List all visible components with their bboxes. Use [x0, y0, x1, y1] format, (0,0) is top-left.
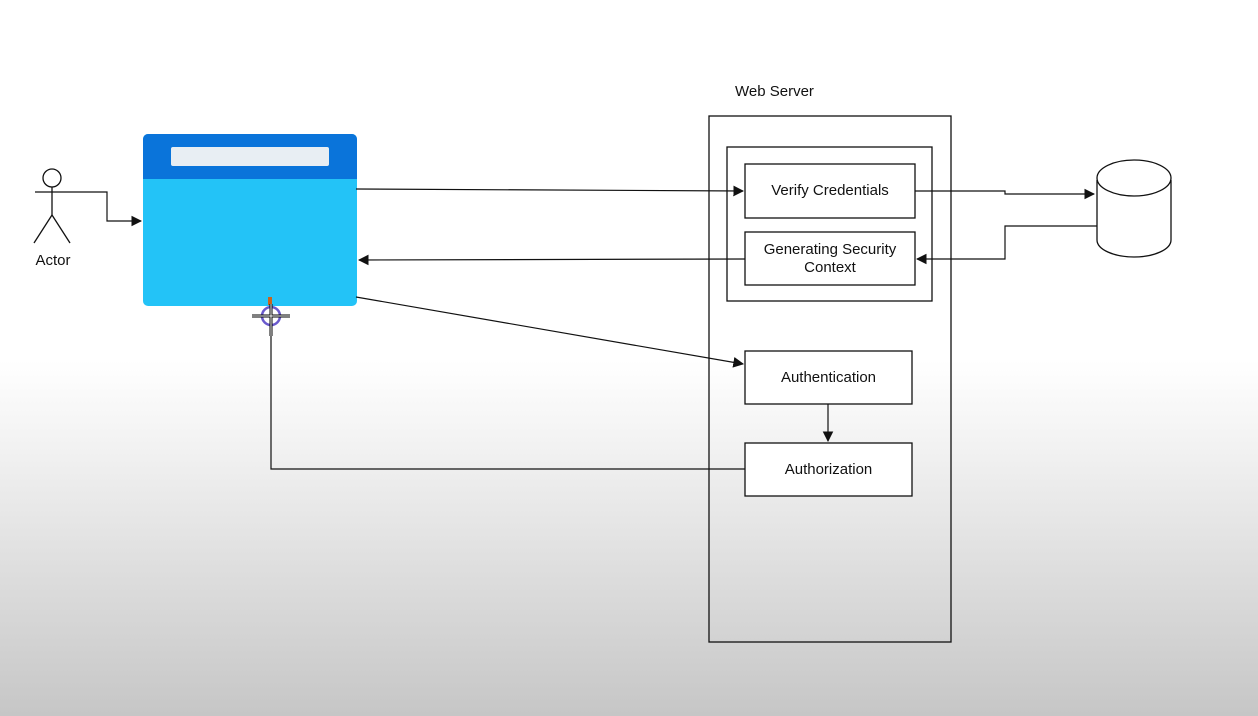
web-server-title: Web Server — [735, 83, 814, 100]
authentication-box[interactable] — [744, 350, 913, 405]
actor-to-browser-connector[interactable] — [69, 191, 143, 227]
verify-credentials-label: Verify Credentials — [771, 182, 889, 199]
authorization-to-browser-connector[interactable] — [270, 316, 745, 470]
authorization-box[interactable] — [744, 442, 913, 497]
verify-to-database-connector[interactable] — [915, 188, 1096, 200]
stick-figure-icon[interactable] — [33, 168, 71, 244]
security-context-box[interactable] — [744, 231, 916, 286]
security-to-browser-connector[interactable] — [357, 254, 746, 266]
crosshair-cursor-icon — [252, 297, 290, 336]
database-to-security-connector[interactable] — [915, 225, 1097, 265]
verify-credentials-box[interactable] — [744, 163, 916, 219]
credentials-group[interactable] — [726, 146, 933, 302]
browser-window-icon[interactable] — [143, 134, 357, 306]
web-server-container[interactable] — [708, 115, 952, 643]
actor-label: Actor — [35, 252, 71, 269]
database-cylinder-icon[interactable] — [1096, 159, 1172, 258]
authentication-label: Authentication — [780, 368, 877, 386]
security-context-label: Generating Security Context — [763, 240, 897, 276]
authorization-label: Authorization — [784, 460, 873, 478]
browser-to-authentication-connector[interactable] — [355, 296, 745, 368]
browser-to-verify-connector[interactable] — [355, 185, 745, 197]
